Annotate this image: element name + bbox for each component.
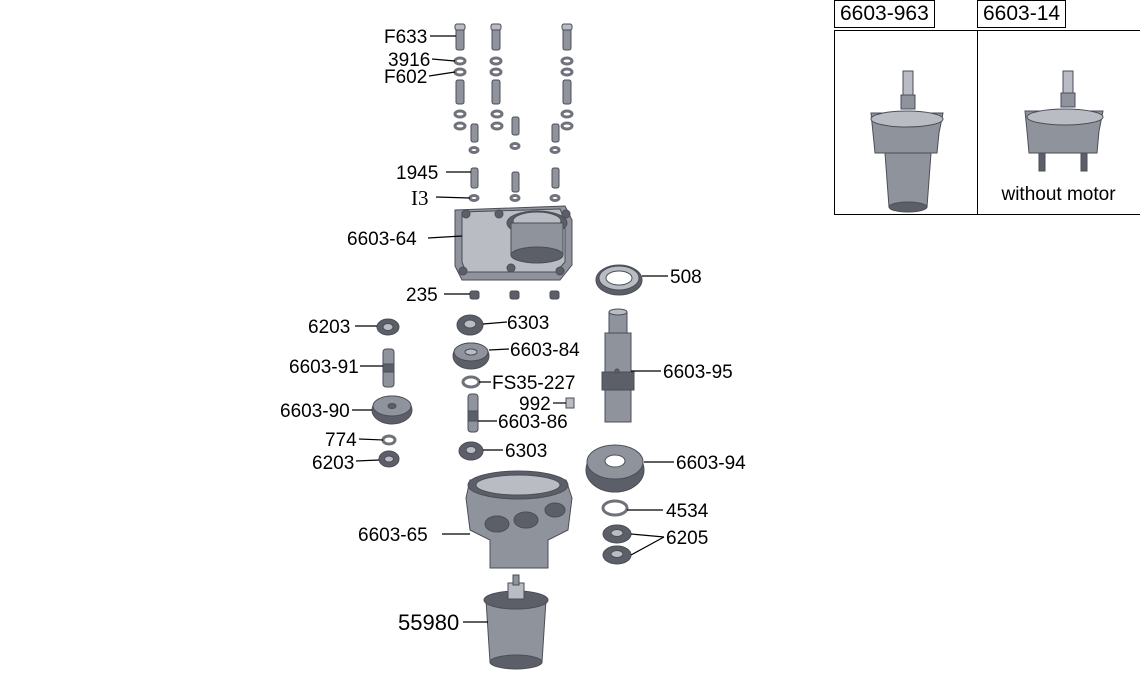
callout-labels: F633 3916 F602 1945 I3 6603-64 235 508 6… — [280, 27, 746, 635]
callout-992: 992 — [519, 394, 551, 415]
bolt-set-top — [453, 23, 574, 202]
gear-6603-90-icon — [371, 395, 413, 425]
ring-fs35-227-icon — [461, 375, 481, 389]
callout-774: 774 — [325, 430, 357, 451]
callout-508: 508 — [670, 267, 702, 288]
callout-6603-94: 6603-94 — [676, 453, 746, 474]
callout-1945: 1945 — [396, 163, 438, 184]
variant-title-6603-963: 6603-963 — [834, 0, 935, 28]
callout-6603-84: 6603-84 — [510, 340, 580, 361]
callout-F633: F633 — [384, 27, 427, 48]
callout-6603-91: 6603-91 — [289, 357, 359, 378]
top-cover-6603-64-icon — [454, 205, 573, 281]
output-shaft-6603-95-icon — [601, 308, 635, 423]
plug-235-icon — [469, 290, 560, 300]
variants-table: without motor — [834, 30, 1140, 215]
bearing-6205-icon — [602, 524, 632, 565]
callout-6603-64: 6603-64 — [347, 229, 417, 250]
seal-508-icon — [595, 264, 643, 296]
callout-6205: 6205 — [666, 528, 708, 549]
assembly-with-motor-icon — [870, 70, 944, 213]
callout-235: 235 — [406, 285, 438, 306]
motor-55980-icon — [483, 574, 549, 670]
ring-4534-icon — [601, 499, 629, 517]
bearing-6303-bottom-icon — [458, 441, 484, 461]
washer-3916-icon — [453, 56, 574, 66]
clip-774-icon — [381, 434, 397, 446]
assembly-without-motor-icon — [1024, 70, 1104, 172]
callout-4534: 4534 — [666, 501, 709, 522]
key-992-icon — [565, 397, 575, 409]
callout-6603-90: 6603-90 — [280, 401, 350, 422]
bolt-1945-icon — [470, 167, 560, 193]
callout-6203-bottom: 6203 — [312, 453, 354, 474]
variant-cell-6603-963 — [835, 31, 978, 214]
callout-6303-top: 6303 — [507, 313, 549, 334]
gear-housing-6603-65-icon — [465, 470, 573, 569]
callout-6603-86: 6603-86 — [498, 412, 568, 433]
callout-6603-95: 6603-95 — [663, 362, 733, 383]
callout-3916: 3916 — [388, 50, 430, 71]
leader-lines — [352, 35, 674, 623]
bearing-6203-bottom-icon — [378, 450, 400, 468]
gear-6603-94-icon — [585, 444, 645, 493]
variant-note: without motor — [1001, 184, 1116, 205]
shaft-6603-91-icon — [382, 348, 395, 388]
washer-f602-icon — [453, 67, 574, 77]
bearing-6203-top-icon — [376, 318, 400, 336]
callout-55980: 55980 — [398, 610, 459, 635]
variant-cell-6603-14: without motor — [977, 31, 1140, 214]
callout-6603-65: 6603-65 — [358, 525, 428, 546]
callout-F602: F602 — [384, 67, 427, 88]
variant-title-6603-14: 6603-14 — [977, 0, 1067, 28]
ring-i3-icon — [468, 194, 561, 202]
gear-6603-84-icon — [452, 342, 490, 370]
callout-6303-bottom: 6303 — [505, 441, 547, 462]
callout-6203-top: 6203 — [308, 317, 350, 338]
bearing-6303-top-icon — [456, 314, 484, 336]
callout-FS35-227: FS35-227 — [492, 373, 575, 394]
callout-I3: I3 — [411, 186, 429, 210]
bolt-f633-icon — [454, 23, 573, 51]
shaft-6603-86-icon — [467, 393, 479, 433]
